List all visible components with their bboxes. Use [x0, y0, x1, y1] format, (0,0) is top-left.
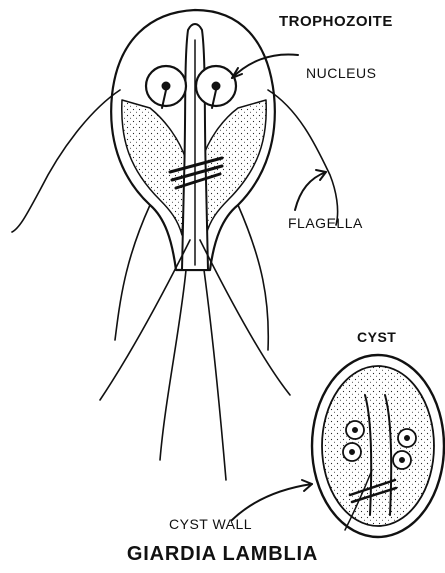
- nucleus-label: NUCLEUS: [306, 65, 376, 81]
- cyst-label: CYST: [357, 329, 396, 345]
- flagellum-ventral-right: [238, 205, 268, 350]
- ventral-disc-left: [122, 100, 186, 235]
- diagram-title: GIARDIA LAMBLIA: [0, 543, 445, 566]
- cyst-wall-label: CYST WALL: [169, 516, 252, 532]
- flagella-label: FLAGELLA: [288, 215, 363, 231]
- cyst-inner: [322, 366, 434, 526]
- flagellum-anterior-left: [12, 90, 120, 232]
- flagellum-anterior-right: [268, 90, 338, 225]
- cyst-wall-pointer: [232, 484, 312, 520]
- flagellum-caudal-left: [100, 240, 190, 400]
- flagellum-ventral-left: [115, 205, 150, 340]
- trophozoite-label: TROPHOZOITE: [279, 13, 393, 30]
- flagellum-posterior-right: [204, 270, 226, 480]
- cyst-figure: [232, 355, 444, 537]
- flagellum-caudal-right: [200, 240, 290, 395]
- flagellum-posterior-left: [160, 270, 186, 460]
- trophozoite-figure: [12, 10, 338, 480]
